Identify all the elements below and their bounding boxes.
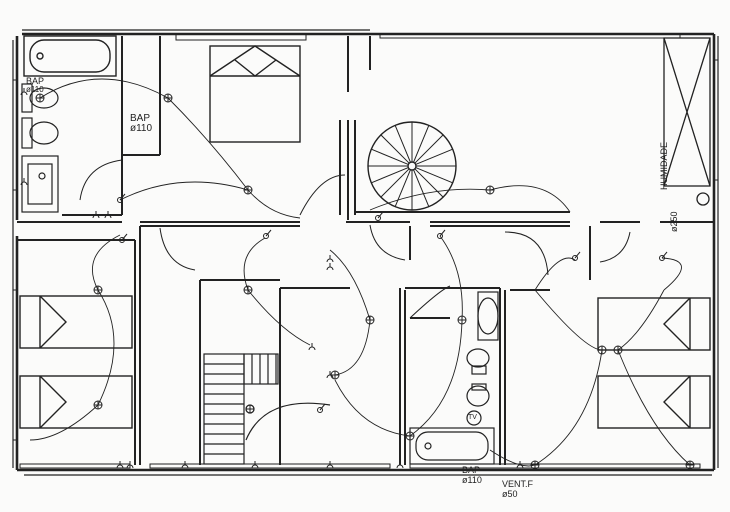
- light-point-icon: [163, 93, 173, 103]
- label-vent-size: ø50: [502, 489, 518, 499]
- spiral-step: [394, 125, 411, 163]
- outlet-icon: [104, 211, 112, 219]
- light-point-icon: [330, 370, 340, 380]
- outlet-icon: [20, 88, 28, 96]
- bathroom-fixtures-top: [21, 83, 59, 213]
- light-point-icon: [485, 185, 495, 195]
- label-bap-bottom-size: ø110: [462, 475, 482, 485]
- wall-outlets: [20, 88, 524, 469]
- light-point-icon: [35, 93, 45, 103]
- light-point-icon: [365, 315, 375, 325]
- outlet-icon: [126, 461, 134, 469]
- spiral-step: [414, 168, 444, 198]
- light-points: [35, 93, 695, 470]
- spiral-step: [414, 134, 444, 164]
- outlet-icon: [251, 461, 259, 469]
- outlet-icon: [326, 263, 334, 271]
- spiral-staircase: [367, 121, 457, 211]
- light-point-icon: [93, 285, 103, 295]
- light-point-icon: [613, 345, 623, 355]
- label-vent: VENT.F: [502, 479, 534, 489]
- light-point-icon: [243, 185, 253, 195]
- label-bap-bedroom-size: ø110: [130, 123, 153, 134]
- switch-icon: [572, 251, 581, 261]
- outlet-icon: [326, 461, 334, 469]
- interior-walls: [17, 36, 714, 465]
- switch-icon: [263, 229, 272, 239]
- label-humidifier: HUMIDADE: [659, 141, 669, 190]
- single-beds-left: [19, 295, 133, 429]
- spiral-step: [413, 169, 430, 207]
- outlet-icon: [326, 255, 334, 263]
- label-bap-bottom: BAP: [462, 465, 481, 475]
- light-point-icon: [530, 460, 540, 470]
- spiral-step: [415, 167, 453, 184]
- door-swings: [79, 159, 631, 319]
- outlet-icon: [308, 343, 316, 351]
- spiral-step: [371, 167, 409, 184]
- wiring-arcs: [29, 78, 691, 467]
- outer-walls: [12, 29, 719, 476]
- spiral-step: [380, 134, 410, 164]
- outlet-icon: [181, 461, 189, 469]
- switch-icon: [659, 251, 668, 261]
- light-point-icon: [597, 345, 607, 355]
- light-point-icon: [685, 460, 695, 470]
- outlet-icon: [116, 461, 124, 469]
- label-bap-bath-top-size: ø110: [26, 85, 44, 94]
- light-point-icon: [457, 315, 467, 325]
- label-tv: TV: [468, 414, 477, 421]
- light-point-icon: [245, 404, 255, 414]
- light-point-icon: [243, 285, 253, 295]
- label-bap-bath-top: BAP: [26, 76, 45, 86]
- light-point-icon: [405, 431, 415, 441]
- bathtub-top: [23, 35, 117, 77]
- outlet-icon: [396, 461, 404, 469]
- spiral-step: [413, 125, 430, 163]
- single-beds-right: [597, 297, 711, 429]
- spiral-step: [415, 148, 453, 165]
- outlet-icon: [92, 211, 100, 219]
- switch-icon: [117, 193, 126, 203]
- switch-icon: [375, 211, 384, 221]
- label-humidifier-size: ø250: [669, 211, 679, 232]
- switches: [117, 193, 668, 413]
- switch-icon: [437, 229, 446, 239]
- storage-top-right: [663, 37, 711, 206]
- straight-staircase: [203, 353, 331, 465]
- outlet-icon: [516, 461, 524, 469]
- label-bap-bedroom: BAP: [130, 113, 151, 124]
- outlet-icon: [20, 178, 28, 186]
- light-point-icon: [93, 400, 103, 410]
- bathroom-fixtures-bottom: [409, 291, 499, 465]
- spiral-step: [380, 168, 410, 198]
- windows: [12, 33, 719, 469]
- switch-icon: [119, 233, 128, 243]
- switch-icon: [317, 403, 326, 413]
- double-bed: [209, 45, 301, 143]
- spiral-step: [371, 148, 409, 165]
- outlet-icon: [326, 371, 334, 379]
